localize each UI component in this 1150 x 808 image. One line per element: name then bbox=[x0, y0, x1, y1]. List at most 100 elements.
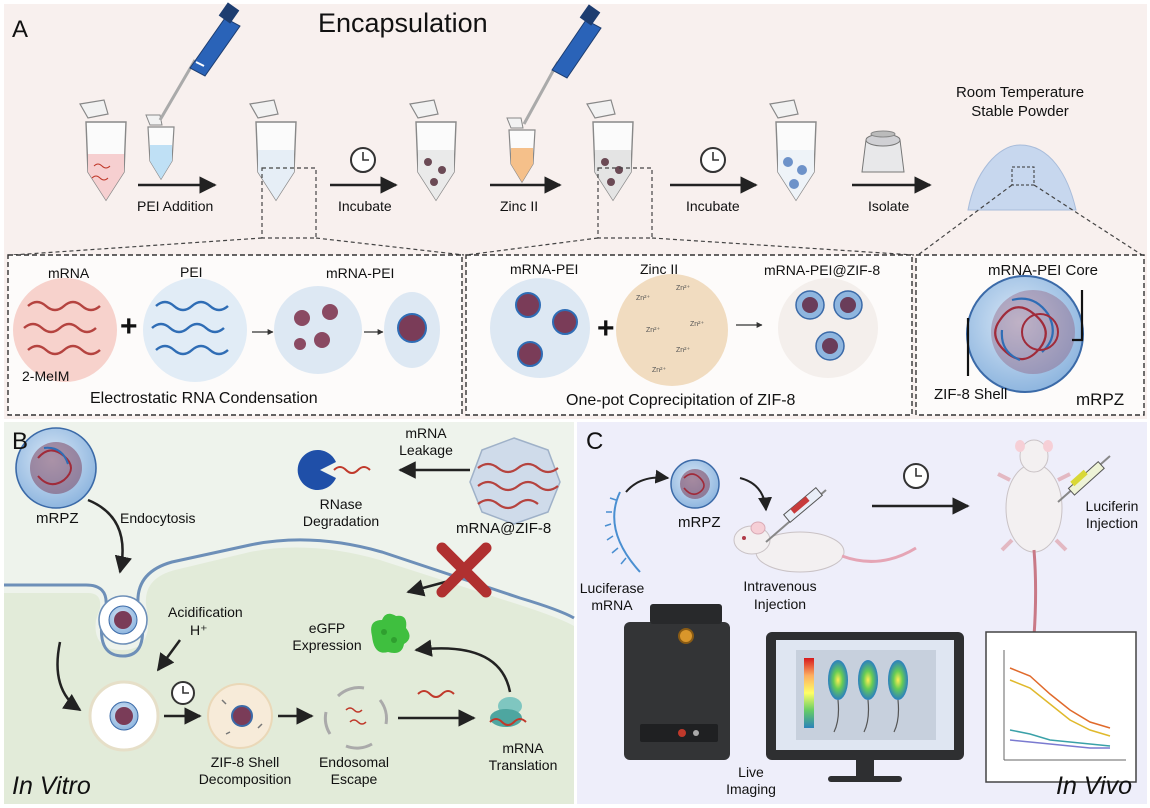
endosome bbox=[98, 595, 148, 645]
mrna-zif8-particle bbox=[469, 437, 561, 525]
mrpz-structure bbox=[966, 275, 1084, 393]
label-mrna-pei-core: mRNA-PEI Core bbox=[988, 262, 1099, 279]
pei-circle bbox=[143, 278, 247, 382]
label-pei: PEI bbox=[180, 264, 203, 280]
escaping-endosome bbox=[323, 686, 388, 750]
mrna-circle bbox=[13, 278, 117, 382]
panel-c-letter: C bbox=[586, 428, 604, 455]
svg-text:Zn²⁺: Zn²⁺ bbox=[676, 285, 691, 292]
clock-icon bbox=[903, 463, 929, 489]
imager-icon bbox=[624, 604, 730, 760]
label-mrna-pei: mRNA-PEI bbox=[326, 265, 395, 281]
mrna-pei-cluster bbox=[490, 278, 590, 378]
step-pei-addition: PEI Addition bbox=[137, 198, 214, 214]
tube-zinc bbox=[506, 117, 536, 184]
svg-text:+: + bbox=[597, 312, 615, 345]
mrna-pei-zif8-cluster bbox=[778, 278, 878, 378]
clock-icon bbox=[171, 681, 195, 705]
mouse-icon bbox=[733, 521, 917, 573]
label-iv-1: Intravenous bbox=[743, 578, 817, 594]
zoom-lines bbox=[11, 167, 1143, 256]
label-zif8-decomp-1: ZIF-8 Shell bbox=[210, 754, 280, 770]
label-egfp-2: Expression bbox=[292, 637, 362, 653]
decomposing-endosome bbox=[207, 683, 273, 749]
label-in-vivo: In Vivo bbox=[1056, 772, 1132, 800]
label-imaging-2: Imaging bbox=[726, 781, 776, 797]
label-zinc: Zinc II bbox=[640, 261, 679, 277]
syringe-icon bbox=[1057, 455, 1111, 503]
label-luciferin-2: Injection bbox=[1085, 515, 1139, 531]
label-acidification: Acidification bbox=[168, 604, 243, 620]
svg-text:Zn²⁺: Zn²⁺ bbox=[636, 295, 651, 302]
label-2-meim: 2-MeIM bbox=[22, 368, 70, 384]
label-mrna-zif8: mRNA@ZIF-8 bbox=[456, 520, 552, 537]
label-leakage-1: mRNA bbox=[405, 425, 447, 441]
label-mrna-pei-zif8: mRNA-PEI@ZIF-8 bbox=[764, 262, 881, 278]
pipette-icon bbox=[522, 4, 602, 125]
tube-coprecipitation bbox=[586, 99, 634, 202]
svg-text:Zn²⁺: Zn²⁺ bbox=[676, 347, 691, 354]
ribosome-icon bbox=[489, 697, 527, 727]
label-iv-2: Injection bbox=[753, 596, 807, 612]
pipette-icon bbox=[158, 2, 241, 121]
step-isolate: Isolate bbox=[868, 198, 910, 214]
tube-pei bbox=[145, 114, 175, 181]
label-mrpz-b: mRPZ bbox=[36, 510, 79, 527]
label-rnase-1: RNase bbox=[319, 496, 363, 512]
label-mrpz-a: mRPZ bbox=[1076, 390, 1125, 409]
syringe-icon bbox=[765, 486, 827, 543]
label-luciferin-1: Luciferin bbox=[1085, 498, 1139, 514]
powder-label-line1: Room Temperature bbox=[955, 84, 1085, 101]
rnase-icon bbox=[297, 449, 371, 490]
label-endosomal-1: Endosomal bbox=[318, 754, 390, 770]
svg-text:Zn²⁺: Zn²⁺ bbox=[646, 327, 661, 334]
label-luciferase-1: Luciferase bbox=[579, 580, 645, 596]
step-incubate-2: Incubate bbox=[686, 198, 740, 214]
label-zif8-shell: ZIF-8 Shell bbox=[934, 386, 1008, 403]
label-proton: H⁺ bbox=[190, 622, 208, 638]
mrpz-particle-b bbox=[15, 427, 97, 509]
condensed-particle bbox=[384, 292, 440, 368]
egfp-icon bbox=[371, 613, 410, 653]
label-mrna-pei-2: mRNA-PEI bbox=[510, 261, 579, 277]
tube-condensed bbox=[249, 99, 297, 202]
label-endosomal-2: Escape bbox=[330, 771, 378, 787]
label-translation-2: Translation bbox=[488, 757, 558, 773]
panel-a-letter: A bbox=[12, 16, 29, 43]
mouse-upright-icon bbox=[997, 439, 1071, 661]
label-mrna: mRNA bbox=[48, 265, 90, 281]
label-leakage-2: Leakage bbox=[399, 442, 453, 458]
tube-nanoparticles bbox=[409, 99, 457, 202]
label-translation-1: mRNA bbox=[502, 740, 544, 756]
label-zif8-decomp-2: Decomposition bbox=[198, 771, 292, 787]
blocked-cross-icon bbox=[436, 542, 492, 598]
label-mrpz-c: mRPZ bbox=[678, 514, 721, 531]
monitor-icon bbox=[766, 632, 964, 782]
powder-label-line2: Stable Powder bbox=[971, 103, 1069, 120]
tube-mrpz bbox=[769, 99, 817, 202]
powder-pile bbox=[967, 144, 1077, 211]
caption-coprecipitation: One-pot Coprecipitation of ZIF-8 bbox=[566, 392, 796, 409]
mrpz-particle-c bbox=[670, 459, 720, 509]
clock-icon bbox=[350, 147, 376, 173]
mrna-pei-circle bbox=[274, 286, 362, 374]
label-luciferase-2: mRNA bbox=[591, 597, 633, 613]
late-endosome bbox=[88, 680, 160, 752]
label-endocytosis: Endocytosis bbox=[120, 510, 196, 526]
luciferase-mrna bbox=[604, 491, 641, 573]
panel-a-title: Encapsulation bbox=[318, 8, 488, 38]
svg-text:Zn²⁺: Zn²⁺ bbox=[690, 321, 705, 328]
zinc-circle: Zn²⁺ Zn²⁺ Zn²⁺ Zn²⁺ Zn²⁺ Zn²⁺ bbox=[616, 274, 728, 386]
panel-b-letter: B bbox=[12, 428, 29, 455]
plot-icon bbox=[985, 631, 1137, 783]
caption-condensation: Electrostatic RNA Condensation bbox=[90, 390, 318, 407]
label-rnase-2: Degradation bbox=[302, 513, 380, 529]
tube-mrna bbox=[79, 99, 127, 202]
label-in-vitro: In Vitro bbox=[12, 772, 91, 800]
svg-text:+: + bbox=[120, 310, 138, 343]
svg-text:Zn²⁺: Zn²⁺ bbox=[652, 367, 667, 374]
centrifuge-icon bbox=[861, 130, 905, 173]
step-incubate-1: Incubate bbox=[338, 198, 392, 214]
